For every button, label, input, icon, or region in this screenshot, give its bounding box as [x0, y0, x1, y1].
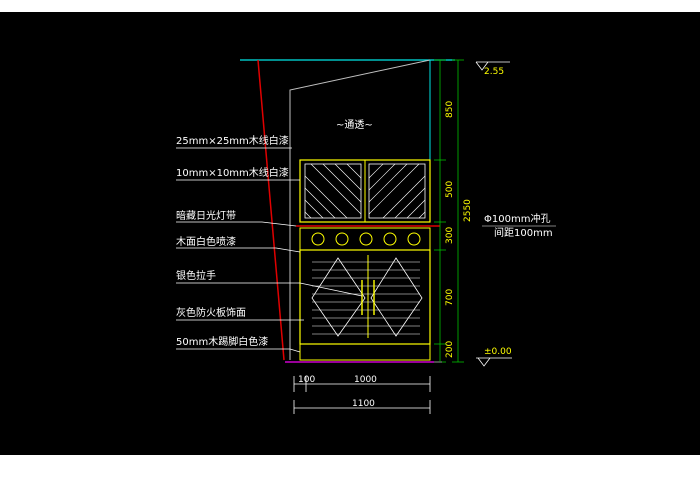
note-hole-spacing: 间距100mm [494, 226, 553, 239]
dim-500: 500 [445, 181, 455, 198]
elevation-marker-bottom [476, 357, 512, 367]
dim-1000: 1000 [354, 375, 377, 385]
door-hatching [312, 261, 420, 335]
glass-panel-left [304, 163, 362, 219]
drawing-background [0, 12, 700, 455]
horizontal-dim-lines [293, 376, 431, 414]
dim-1100: 1100 [352, 399, 375, 409]
elevation-top: 2.55 [484, 67, 504, 77]
dim-700: 700 [445, 289, 455, 306]
glass-hatch-left [304, 163, 362, 219]
label-fireboard: 灰色防火板饰面 [176, 306, 246, 319]
label-hidden-light: 暗藏日光灯带 [176, 209, 236, 222]
silver-handles [361, 280, 375, 315]
label-wood-spray: 木面白色喷漆 [176, 235, 236, 248]
door-diamond-left [311, 257, 366, 337]
glass-panel-right [368, 163, 426, 219]
elevation-bottom: ±0.00 [484, 347, 512, 357]
dim-total-2550: 2550 [463, 199, 473, 222]
wall-section-line [257, 59, 285, 361]
door-diamond-right [370, 257, 423, 337]
leader-lines [176, 147, 363, 353]
label-wood-trim-25: 25mm×25mm木线白漆 [176, 134, 289, 147]
wall-outline [289, 59, 431, 360]
note-hole-diameter: Φ100mm冲孔 [484, 212, 550, 225]
dim-200: 200 [445, 341, 455, 358]
label-silver-handle: 银色拉手 [176, 269, 216, 282]
vertical-dim-lines [434, 59, 464, 363]
label-skirting: 50mm木踢脚白色漆 [176, 335, 268, 348]
dim-100: 100 [298, 375, 315, 385]
dim-850: 850 [445, 101, 455, 118]
dim-300: 300 [445, 227, 455, 244]
note-see-through: ~通透~ [336, 119, 373, 131]
glass-hatch-right [368, 163, 426, 219]
label-wood-trim-10: 10mm×10mm木线白漆 [176, 166, 289, 179]
perforation-holes [311, 232, 421, 246]
elevation-marker-top [475, 61, 510, 71]
